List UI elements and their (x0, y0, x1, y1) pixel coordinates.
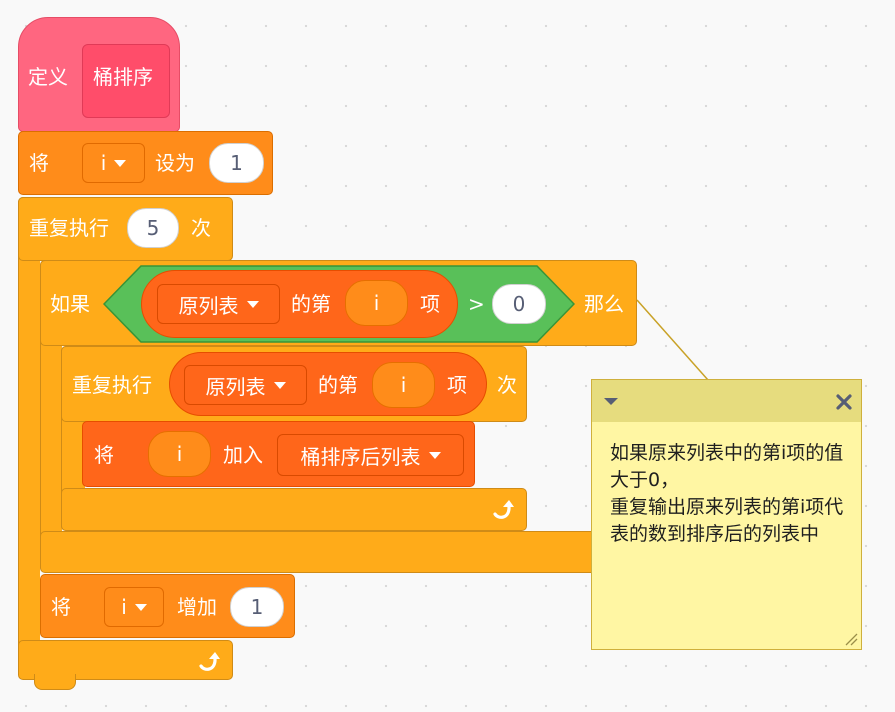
condition-compare-input[interactable]: 0 (492, 284, 546, 324)
condition-index-variable[interactable]: i (345, 280, 408, 326)
condition-item-suffix: 项 (420, 292, 440, 316)
inner-index-variable[interactable]: i (372, 362, 435, 408)
outer-repeat-suffix: 次 (191, 216, 211, 240)
dropdown-caret-icon (134, 603, 147, 611)
inner-item-of: 的第 (318, 373, 358, 397)
change-action: 增加 (177, 595, 217, 619)
add-target-list-dropdown[interactable]: 桶排序后列表 (277, 434, 464, 476)
outer-repeat-top[interactable] (18, 197, 233, 261)
inner-item-suffix: 项 (447, 373, 467, 397)
inner-repeat-bottom[interactable] (61, 488, 527, 531)
add-keyword: 将 (94, 443, 114, 467)
triangle-down-icon[interactable] (604, 398, 618, 405)
dropdown-caret-icon (246, 300, 259, 308)
comment-header[interactable] (592, 380, 861, 422)
comment-note[interactable]: 如果原来列表中的第i项的值大于0， 重复输出原来列表的第i项代表的数到排序后的列… (591, 379, 862, 650)
inner-repeat-keyword: 重复执行 (72, 373, 152, 397)
add-action: 加入 (223, 443, 263, 467)
change-variable-name: i (121, 595, 127, 619)
close-x-icon[interactable] (836, 394, 852, 410)
inner-list-dropdown[interactable]: 原列表 (184, 365, 307, 405)
set-value-input[interactable]: 1 (209, 143, 264, 183)
loop-arrow-icon (199, 652, 220, 671)
add-target-list-name: 桶排序后列表 (300, 444, 421, 469)
add-item-variable[interactable]: i (148, 431, 211, 477)
if-block-bottom[interactable] (40, 531, 600, 573)
outer-repeat-arm-left[interactable] (18, 197, 40, 677)
condition-operator: > (468, 292, 485, 316)
outer-repeat-count-input[interactable]: 5 (127, 208, 179, 248)
condition-item-of: 的第 (291, 292, 331, 316)
outer-repeat-bottom-notch (34, 674, 76, 690)
if-keyword: 如果 (50, 292, 90, 316)
inner-repeat-suffix: 次 (497, 373, 517, 397)
condition-list-dropdown[interactable]: 原列表 (157, 284, 280, 324)
condition-list-name: 原列表 (178, 293, 239, 318)
set-keyword: 将 (29, 151, 49, 175)
change-variable-dropdown[interactable]: i (104, 587, 164, 627)
resize-grip-icon[interactable] (844, 632, 858, 646)
if-then: 那么 (584, 292, 624, 316)
outer-repeat-keyword: 重复执行 (29, 216, 109, 240)
dropdown-caret-icon (114, 159, 127, 167)
dropdown-caret-icon (428, 451, 441, 459)
define-name-slot[interactable] (82, 44, 170, 118)
set-action: 设为 (155, 151, 195, 175)
define-name: 桶排序 (93, 65, 153, 89)
change-keyword: 将 (51, 595, 71, 619)
outer-repeat-bottom[interactable] (18, 640, 233, 680)
comment-text[interactable]: 如果原来列表中的第i项的值大于0， 重复输出原来列表的第i项代表的数到排序后的列… (610, 442, 844, 545)
set-variable-name: i (100, 151, 107, 175)
set-variable-dropdown[interactable]: i (82, 143, 145, 183)
loop-arrow-icon (493, 500, 514, 519)
dropdown-caret-icon (273, 381, 286, 389)
define-keyword: 定义 (28, 65, 68, 89)
change-value-input[interactable]: 1 (230, 587, 284, 627)
inner-list-name: 原列表 (205, 374, 266, 399)
